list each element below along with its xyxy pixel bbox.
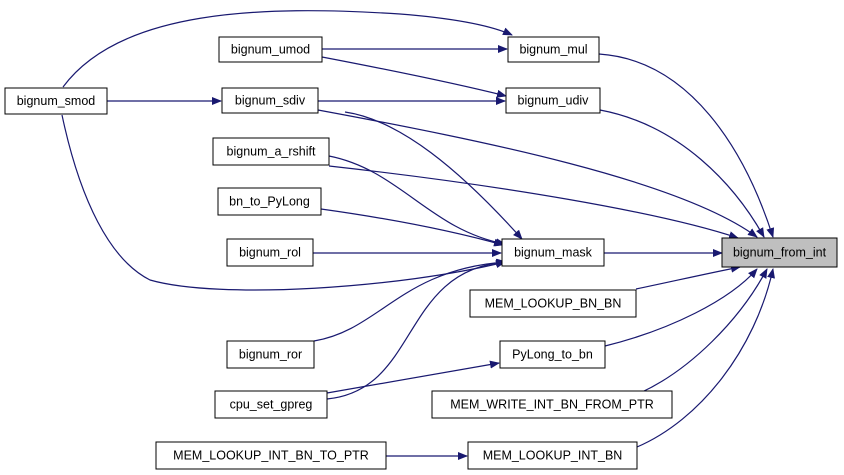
svg-text:MEM_WRITE_INT_BN_FROM_PTR: MEM_WRITE_INT_BN_FROM_PTR [450, 398, 654, 412]
svg-text:MEM_LOOKUP_INT_BN: MEM_LOOKUP_INT_BN [483, 449, 623, 463]
node-pylong-to-bn[interactable]: PyLong_to_bn [499, 340, 606, 369]
svg-text:bignum_ror: bignum_ror [239, 348, 302, 362]
node-bignum-ror[interactable]: bignum_ror [226, 340, 315, 369]
edge-bignum_sdiv-to-bignum_from_int [317, 109, 758, 238]
svg-text:bignum_mask: bignum_mask [514, 246, 593, 260]
node-bignum-from-int[interactable]: bignum_from_int [721, 237, 838, 268]
edge-bignum_udiv-to-bignum_from_int [599, 109, 765, 238]
node-bignum-rol[interactable]: bignum_rol [226, 238, 314, 267]
svg-text:MEM_LOOKUP_INT_BN_TO_PTR: MEM_LOOKUP_INT_BN_TO_PTR [173, 449, 369, 463]
node-bn-to-pylong[interactable]: bn_to_PyLong [217, 187, 322, 216]
node-bignum-a-rshift[interactable]: bignum_a_rshift [212, 137, 330, 166]
svg-text:bignum_udiv: bignum_udiv [518, 94, 590, 108]
svg-text:bignum_smod: bignum_smod [17, 94, 96, 108]
svg-text:bignum_mul: bignum_mul [519, 43, 587, 57]
edge-bignum_ror-to-bignum_mask [313, 258, 506, 342]
edge-MEM_LOOKUP_BN_BN-to-bignum_from_int [635, 264, 741, 290]
node-bignum-udiv[interactable]: bignum_udiv [505, 87, 601, 114]
node-bignum-smod[interactable]: bignum_smod [4, 87, 108, 115]
edge-bignum_a_rshift-to-bignum_mask [328, 155, 506, 247]
node-mem-write-int-bn-from-ptr[interactable]: MEM_WRITE_INT_BN_FROM_PTR [431, 390, 673, 419]
svg-text:bignum_from_int: bignum_from_int [733, 246, 827, 260]
svg-text:cpu_set_gpreg: cpu_set_gpreg [230, 398, 313, 412]
edge-bignum_sdiv-to-bignum_mask [344, 111, 523, 240]
svg-text:bignum_umod: bignum_umod [231, 43, 310, 57]
svg-text:PyLong_to_bn: PyLong_to_bn [512, 348, 593, 362]
edge-bignum_smod-to-bignum_mul [62, 10, 513, 88]
edge-bignum_mul-to-bignum_from_int [598, 53, 775, 238]
edge-MEM_WRITE_INT_BN_FROM_PTR-to-bignum_from_int [639, 268, 768, 394]
node-bignum-mask[interactable]: bignum_mask [501, 238, 605, 267]
node-cpu-set-gpreg[interactable]: cpu_set_gpreg [214, 390, 328, 419]
edge-MEM_LOOKUP_INT_BN-to-bignum_from_int [636, 268, 775, 448]
node-bignum-sdiv[interactable]: bignum_sdiv [221, 87, 319, 114]
node-bignum-mul[interactable]: bignum_mul [507, 36, 600, 63]
node-mem-lookup-int-bn[interactable]: MEM_LOOKUP_INT_BN [467, 441, 638, 470]
svg-text:MEM_LOOKUP_BN_BN: MEM_LOOKUP_BN_BN [485, 297, 622, 311]
svg-text:bn_to_PyLong: bn_to_PyLong [229, 195, 310, 209]
edge-cpu_set_gpreg-to-PyLong_to_bn [326, 360, 500, 394]
node-bignum-umod[interactable]: bignum_umod [218, 36, 323, 63]
node-mem-lookup-int-bn-to-ptr[interactable]: MEM_LOOKUP_INT_BN_TO_PTR [155, 441, 387, 470]
node-mem-lookup-bn-bn[interactable]: MEM_LOOKUP_BN_BN [469, 289, 637, 318]
edge-cpu_set_gpreg-to-bignum_mask [326, 258, 507, 400]
svg-text:bignum_rol: bignum_rol [239, 246, 301, 260]
edge-bignum_smod-to-bignum_mask [61, 114, 506, 291]
svg-text:bignum_a_rshift: bignum_a_rshift [227, 145, 316, 159]
edge-bignum_umod-to-bignum_udiv [321, 56, 507, 98]
edge-bn_to_PyLong-to-bignum_mask [320, 208, 504, 247]
svg-text:bignum_sdiv: bignum_sdiv [235, 94, 306, 108]
edge-bignum_a_rshift-to-bignum_from_int [328, 165, 739, 239]
edge-PyLong_to_bn-to-bignum_from_int [604, 268, 758, 347]
